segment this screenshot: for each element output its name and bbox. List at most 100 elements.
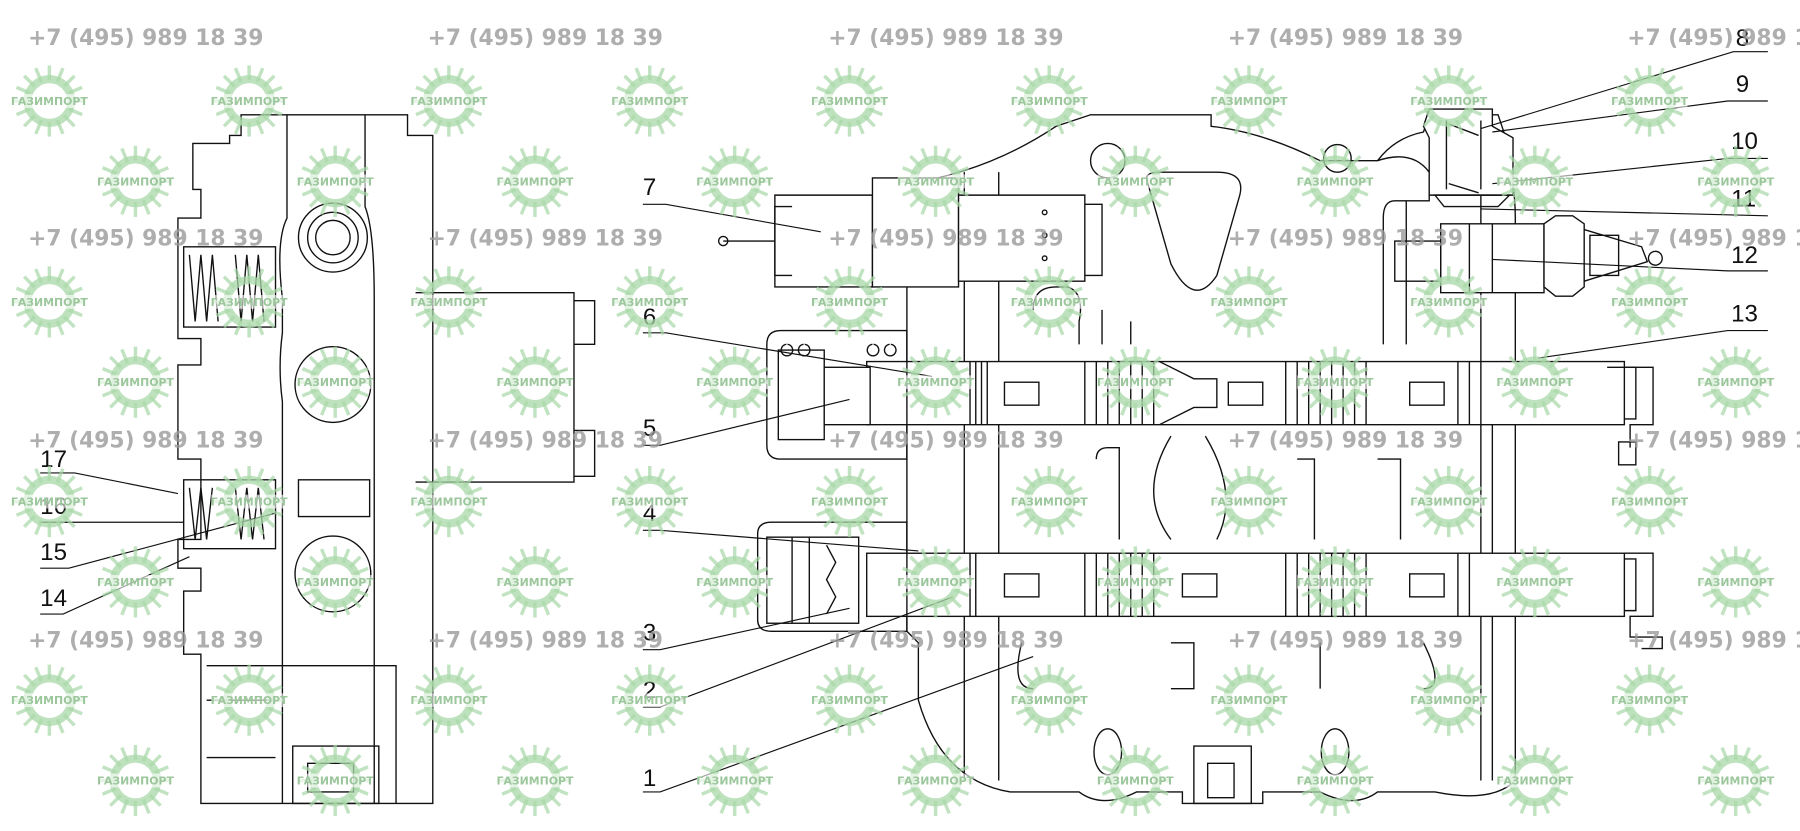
gazimport-logo-watermark: ГАЗИМПОРТ [1496, 145, 1574, 217]
gazimport-logo-watermark: ГАЗИМПОРТ [11, 664, 88, 736]
gazimport-logo-watermark: ГАЗИМПОРТ [97, 744, 174, 817]
gazimport-logo-watermark: ГАЗИМПОРТ [11, 266, 88, 338]
svg-text:ГАЗИМПОРТ: ГАЗИМПОРТ [1211, 296, 1288, 309]
svg-text:ГАЗИМПОРТ: ГАЗИМПОРТ [1697, 175, 1774, 188]
gazimport-logo-watermark: ГАЗИМПОРТ [211, 65, 288, 137]
gazimport-logo-watermark: ГАЗИМПОРТ [410, 65, 488, 137]
gazimport-logo-watermark: ГАЗИМПОРТ [97, 546, 174, 618]
gazimport-logo-watermark: ГАЗИМПОРТ [1011, 664, 1088, 736]
gazimport-logo-watermark: ГАЗИМПОРТ [811, 466, 888, 538]
svg-text:ГАЗИМПОРТ: ГАЗИМПОРТ [1011, 496, 1088, 509]
gazimport-logo-watermark: ГАЗИМПОРТ [1297, 145, 1374, 217]
gazimport-logo-watermark: ГАЗИМПОРТ [696, 145, 774, 217]
svg-text:ГАЗИМПОРТ: ГАЗИМПОРТ [297, 175, 374, 188]
gazimport-logo-watermark: ГАЗИМПОРТ [1011, 266, 1088, 338]
gazimport-logo-watermark: ГАЗИМПОРТ [297, 744, 374, 817]
svg-text:ГАЗИМПОРТ: ГАЗИМПОРТ [1211, 496, 1288, 509]
svg-text:ГАЗИМПОРТ: ГАЗИМПОРТ [1097, 576, 1174, 589]
svg-text:ГАЗИМПОРТ: ГАЗИМПОРТ [897, 576, 974, 589]
gazimport-logo-watermark: ГАЗИМПОРТ [897, 744, 975, 817]
svg-text:ГАЗИМПОРТ: ГАЗИМПОРТ [11, 296, 88, 309]
check-valve-assembly [1394, 108, 1663, 297]
svg-text:ГАЗИМПОРТ: ГАЗИМПОРТ [1297, 775, 1374, 788]
svg-text:ГАЗИМПОРТ: ГАЗИМПОРТ [1410, 95, 1487, 108]
gazimport-logo-watermark: ГАЗИМПОРТ [1011, 466, 1088, 538]
phone-watermark: +7 (495) 989 18 39 [428, 628, 663, 653]
svg-text:ГАЗИМПОРТ: ГАЗИМПОРТ [611, 496, 688, 509]
gazimport-logo-watermark: ГАЗИМПОРТ [1611, 266, 1689, 338]
gazimport-logo-watermark: ГАЗИМПОРТ [696, 346, 774, 418]
svg-text:ГАЗИМПОРТ: ГАЗИМПОРТ [497, 576, 574, 589]
svg-text:ГАЗИМПОРТ: ГАЗИМПОРТ [11, 496, 88, 509]
gazimport-logo-watermark: ГАЗИМПОРТ [497, 145, 574, 217]
phone-watermark: +7 (495) 989 18 39 [1228, 429, 1463, 454]
svg-text:ГАЗИМПОРТ: ГАЗИМПОРТ [410, 496, 487, 509]
gazimport-logo-watermark: ГАЗИМПОРТ [1410, 664, 1488, 736]
gazimport-logo-watermark: ГАЗИМПОРТ [497, 346, 574, 418]
gazimport-logo-watermark: ГАЗИМПОРТ [1097, 744, 1174, 817]
gazimport-logo-watermark: ГАЗИМПОРТ [97, 145, 174, 217]
gazimport-logo-watermark: ГАЗИМПОРТ [1697, 346, 1775, 418]
part-label-9: 9 [1736, 71, 1749, 98]
svg-text:ГАЗИМПОРТ: ГАЗИМПОРТ [11, 95, 88, 108]
gazimport-logo-watermark: ГАЗИМПОРТ [1211, 65, 1288, 137]
spring-caps [756, 329, 908, 632]
gazimport-logo-watermark: ГАЗИМПОРТ [297, 546, 374, 618]
gazimport-logo-watermark: ГАЗИМПОРТ [297, 346, 374, 418]
gazimport-logo-watermark: ГАЗИМПОРТ [497, 546, 574, 618]
gazimport-logo-watermark: ГАЗИМПОРТ [1297, 546, 1374, 618]
svg-text:ГАЗИМПОРТ: ГАЗИМПОРТ [811, 694, 888, 707]
gazimport-logo-watermark: ГАЗИМПОРТ [497, 744, 574, 817]
phone-watermark: +7 (495) 989 18 39 [1627, 227, 1800, 252]
svg-text:ГАЗИМПОРТ: ГАЗИМПОРТ [1410, 496, 1487, 509]
svg-text:ГАЗИМПОРТ: ГАЗИМПОРТ [211, 95, 288, 108]
part-label-5: 5 [643, 415, 656, 442]
svg-text:ГАЗИМПОРТ: ГАЗИМПОРТ [1611, 296, 1688, 309]
phone-watermark: +7 (495) 989 18 39 [28, 26, 263, 51]
gazimport-logo-watermark: ГАЗИМПОРТ [1297, 346, 1374, 418]
phone-watermark: +7 (495) 989 18 39 [1627, 26, 1800, 51]
svg-text:ГАЗИМПОРТ: ГАЗИМПОРТ [1211, 95, 1288, 108]
svg-text:ГАЗИМПОРТ: ГАЗИМПОРТ [1496, 376, 1573, 389]
svg-text:ГАЗИМПОРТ: ГАЗИМПОРТ [1097, 376, 1174, 389]
gazimport-logo-watermark: ГАЗИМПОРТ [1410, 266, 1488, 338]
svg-text:ГАЗИМПОРТ: ГАЗИМПОРТ [811, 95, 888, 108]
phone-watermark: +7 (495) 989 18 39 [428, 26, 663, 51]
part-label-12: 12 [1731, 242, 1758, 269]
gazimport-logo-watermark: ГАЗИМПОРТ [1611, 466, 1689, 538]
svg-text:ГАЗИМПОРТ: ГАЗИМПОРТ [897, 376, 974, 389]
svg-text:ГАЗИМПОРТ: ГАЗИМПОРТ [211, 296, 288, 309]
svg-text:ГАЗИМПОРТ: ГАЗИМПОРТ [211, 496, 288, 509]
svg-text:ГАЗИМПОРТ: ГАЗИМПОРТ [410, 95, 487, 108]
gazimport-logo-watermark: ГАЗИМПОРТ [1097, 346, 1174, 418]
part-label-3: 3 [643, 619, 656, 646]
svg-text:ГАЗИМПОРТ: ГАЗИМПОРТ [696, 775, 773, 788]
gazimport-logo-watermark: ГАЗИМПОРТ [696, 744, 774, 817]
svg-text:ГАЗИМПОРТ: ГАЗИМПОРТ [611, 296, 688, 309]
phone-watermark: +7 (495) 989 18 39 [1228, 227, 1463, 252]
svg-text:ГАЗИМПОРТ: ГАЗИМПОРТ [1496, 576, 1573, 589]
gazimport-logo-watermark: ГАЗИМПОРТ [11, 466, 88, 538]
gazimport-logo-watermark: ГАЗИМПОРТ [611, 65, 689, 137]
gazimport-logo-watermark: ГАЗИМПОРТ [1297, 744, 1374, 817]
gazimport-logo-watermark: ГАЗИМПОРТ [1410, 65, 1488, 137]
gazimport-logo-watermark: ГАЗИМПОРТ [1611, 664, 1689, 736]
svg-text:ГАЗИМПОРТ: ГАЗИМПОРТ [1097, 775, 1174, 788]
svg-text:ГАЗИМПОРТ: ГАЗИМПОРТ [97, 576, 174, 589]
svg-text:ГАЗИМПОРТ: ГАЗИМПОРТ [1097, 175, 1174, 188]
gazimport-logo-watermark: ГАЗИМПОРТ [1211, 664, 1288, 736]
gazimport-logo-watermark: ГАЗИМПОРТ [897, 346, 975, 418]
gazimport-logo-watermark: ГАЗИМПОРТ [611, 664, 689, 736]
phone-watermark: +7 (495) 989 18 39 [828, 429, 1063, 454]
svg-text:ГАЗИМПОРТ: ГАЗИМПОРТ [410, 694, 487, 707]
svg-text:ГАЗИМПОРТ: ГАЗИМПОРТ [97, 376, 174, 389]
gazimport-logo-watermark: ГАЗИМПОРТ [410, 466, 488, 538]
svg-text:ГАЗИМПОРТ: ГАЗИМПОРТ [696, 175, 773, 188]
gazimport-logo-watermark: ГАЗИМПОРТ [1697, 546, 1775, 618]
svg-text:ГАЗИМПОРТ: ГАЗИМПОРТ [1011, 694, 1088, 707]
phone-watermark: +7 (495) 989 18 39 [428, 429, 663, 454]
gazimport-logo-watermark: ГАЗИМПОРТ [1611, 65, 1689, 137]
gazimport-logo-watermark: ГАЗИМПОРТ [897, 546, 975, 618]
gazimport-logo-watermark: ГАЗИМПОРТ [1496, 546, 1574, 618]
svg-text:ГАЗИМПОРТ: ГАЗИМПОРТ [297, 376, 374, 389]
